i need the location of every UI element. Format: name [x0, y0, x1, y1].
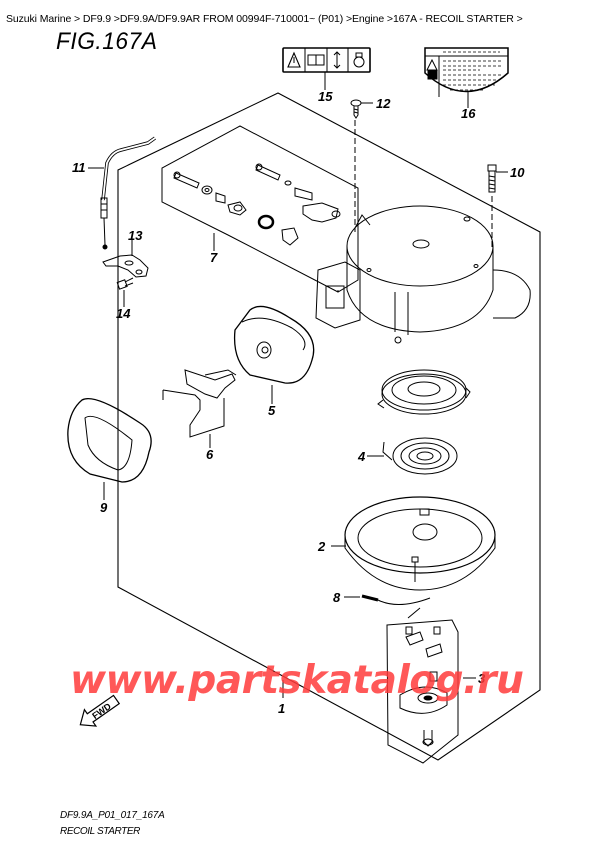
spring-4 [382, 437, 458, 475]
handle-5 [233, 305, 315, 384]
callout-9[interactable]: 9 [100, 500, 108, 515]
watermark: www.partskatalog.ru [70, 658, 524, 703]
breadcrumb[interactable]: Suzuki Marine > DF9.9 >DF9.9A/DF9.9AR FR… [6, 13, 523, 25]
figure-name: RECOIL STARTER [60, 826, 140, 837]
callout-15[interactable]: 15 [318, 89, 333, 104]
callout-12[interactable]: 12 [376, 96, 391, 111]
kit-7-parts [173, 163, 341, 246]
spring-8 [361, 594, 431, 605]
figure-title: FIG.167A [56, 28, 158, 55]
callout-4[interactable]: 4 [357, 449, 366, 464]
figure-code: DF9.9A_P01_017_167A [60, 810, 165, 821]
callout-6[interactable]: 6 [206, 447, 214, 462]
spring-case [377, 369, 471, 415]
callout-3[interactable]: 3 [478, 671, 486, 686]
callout-8[interactable]: 8 [333, 590, 341, 605]
callout-7[interactable]: 7 [210, 250, 218, 265]
callout-16[interactable]: 16 [461, 106, 476, 121]
lever-13 [102, 254, 149, 278]
kit-frame-7 [161, 125, 359, 293]
callout-1[interactable]: 1 [278, 701, 285, 716]
callout-10[interactable]: 10 [510, 165, 525, 180]
callout-5[interactable]: 5 [268, 403, 276, 418]
warning-label-15 [282, 47, 371, 73]
bolt-14 [116, 277, 134, 290]
cable-11 [100, 136, 157, 250]
handle-insert-6 [162, 369, 237, 438]
starter-housing [315, 205, 531, 344]
callout-11[interactable]: 11 [72, 160, 86, 175]
reel-2 [344, 496, 496, 591]
grip-9 [67, 398, 152, 483]
callout-14[interactable]: 14 [116, 306, 131, 321]
kit-3-parts [399, 626, 448, 747]
assembly-frame [117, 92, 541, 761]
callout-2[interactable]: 2 [317, 539, 326, 554]
callout-13[interactable]: 13 [128, 228, 143, 243]
screw-12 [350, 99, 362, 119]
decal-16 [424, 47, 509, 97]
bolt-10 [487, 164, 497, 193]
kit-frame-3 [386, 619, 459, 764]
